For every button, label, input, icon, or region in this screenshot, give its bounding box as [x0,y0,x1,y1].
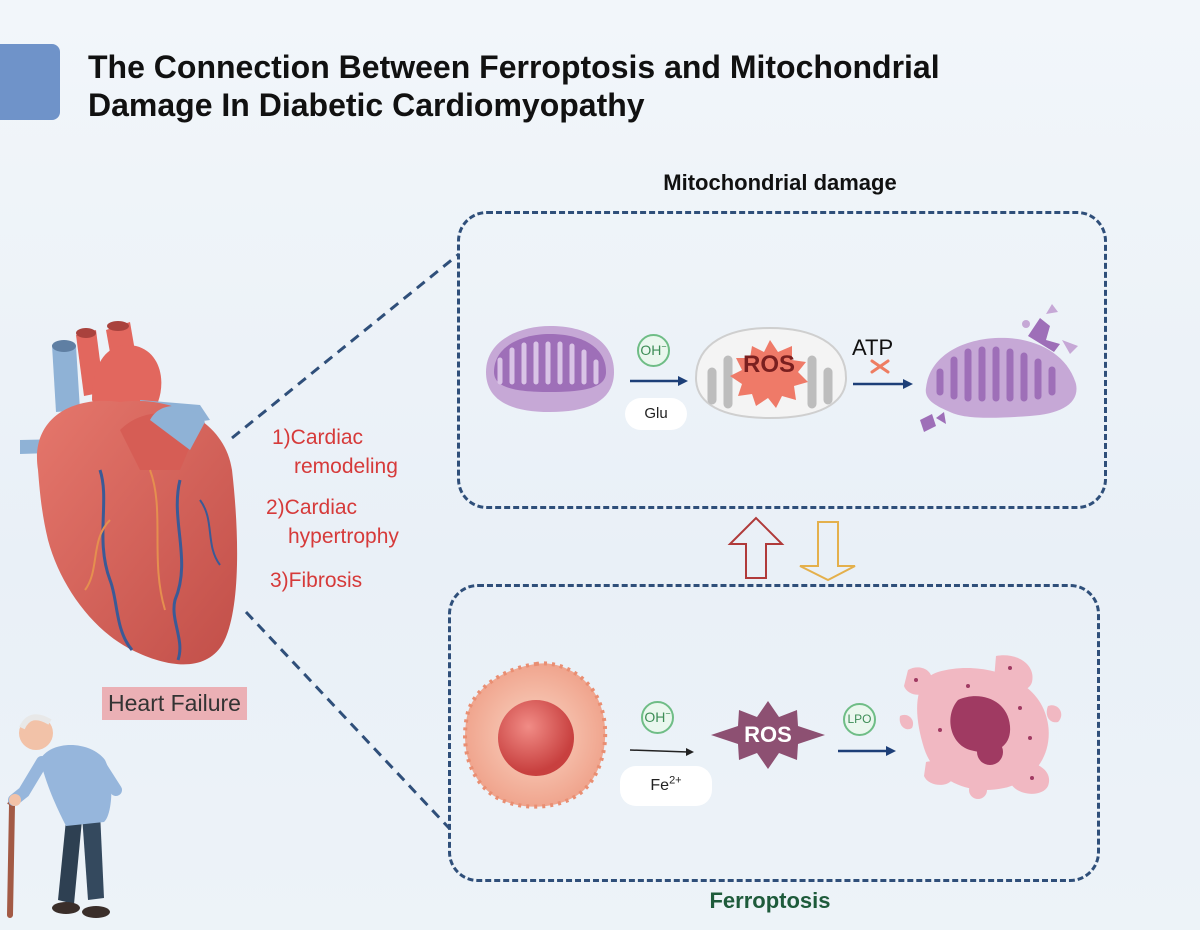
healthy-cell-icon [463,661,608,809]
iron-charge: 2+ [669,774,682,787]
ion-text: OH [644,709,666,725]
outcome-label: remodeling [294,455,398,478]
page-title-line1: The Connection Between Ferroptosis and M… [88,49,940,85]
outcome-label: hypertrophy [288,525,399,548]
ion-text: OH [640,342,662,358]
elderly-man-icon [7,714,122,918]
arrow-up-icon [727,516,785,579]
outcome-label: 2)Cardiac [266,496,358,519]
zoom-line-upper [231,252,460,440]
title-accent-block [0,44,60,120]
atp-blocked-icon [870,359,890,374]
damaged-mitochondrion-icon [920,304,1078,432]
ros-label-mito: ROS [742,351,795,378]
iron-symbol: Fe [650,777,670,794]
hydroxide-ion-badge: OH− [637,334,670,367]
outcome-label: 3)Fibrosis [270,569,363,592]
arrow-mito-1 [630,376,688,386]
outcome-fibrosis: 3)Fibrosis [270,566,362,595]
iron-label: Fe2+ [620,766,712,806]
heart-failure-label: Heart Failure [102,687,247,720]
hydroxide-ion-badge: OH− [641,701,674,734]
arrow-ferro-2 [838,746,896,756]
section-title-ferroptosis: Ferroptosis [709,888,831,913]
atp-label: ATP [852,335,894,360]
ferroptotic-cell-icon [899,655,1062,799]
zoom-line-lower [244,610,451,830]
section-title-mitochondrial: Mitochondrial damage [663,170,897,195]
outcome-label: 1)Cardiac [272,426,364,449]
arrow-down-icon [799,521,856,582]
glucose-label: Glu [625,398,687,430]
outcome-cardiac-hypertrophy: 2)Cardiac hypertrophy [266,493,399,551]
stressed-mitochondrion-icon [694,326,848,420]
outcome-cardiac-remodeling: 1)Cardiac remodeling [272,423,398,481]
page-title: The Connection Between Ferroptosis and M… [88,48,1088,124]
heart-icon [20,321,238,665]
ros-burst-icon [711,701,825,769]
ion-charge: − [661,341,667,352]
panel-mitochondrial [457,211,1107,509]
lpo-badge: LPO [843,703,876,736]
normal-mitochondrion-icon [486,326,614,412]
page-title-line2: Damage In Diabetic Cardiomyopathy [88,87,645,123]
ros-label-ferro: ROS [744,722,792,747]
ion-charge: − [665,708,671,719]
arrow-mito-2 [853,379,913,389]
panel-ferroptosis [448,584,1100,882]
arrow-ferro-1 [629,748,694,756]
